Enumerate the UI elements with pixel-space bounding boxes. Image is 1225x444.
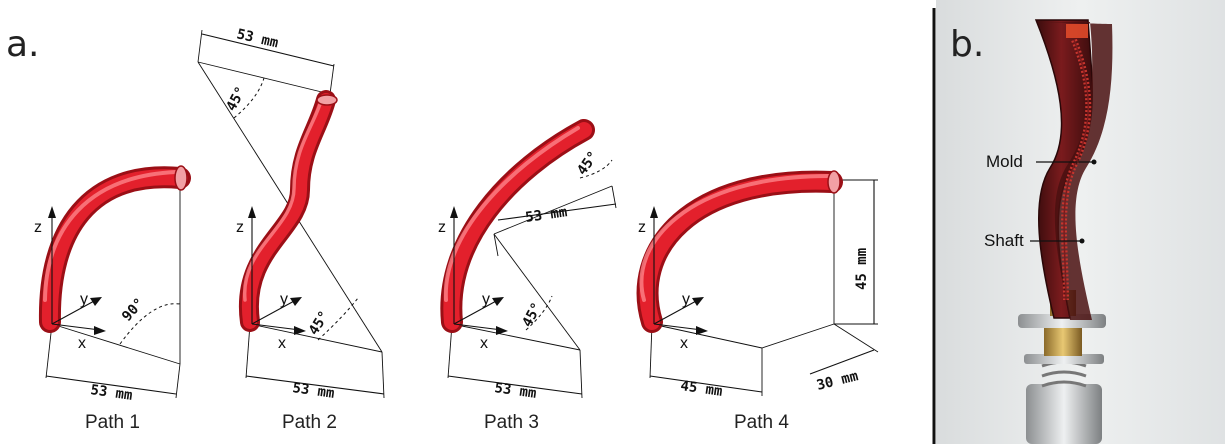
path-2-top-angle-dim: 45° [223, 84, 249, 114]
path-4-z-label: z [638, 219, 646, 236]
path-2-base-angle-arc [317, 297, 359, 341]
panel-b: b. Mold Shaft [936, 0, 1225, 444]
path-3-base-angle-dim: 45° [519, 300, 545, 330]
path-3-top-dim: 53 mm [524, 204, 568, 226]
path-3-base-dim: 53 mm [493, 380, 537, 402]
shaft-callout-label: Shaft [984, 231, 1024, 250]
path-3-base-dimension-line [447, 375, 583, 395]
path-2-label: Path 2 [282, 412, 337, 433]
path-4-label: Path 4 [734, 412, 789, 433]
path-3-base-angle-arc [525, 295, 553, 331]
path-2-base-angle-dim: 45° [306, 308, 333, 338]
path-4-height-dim: 45 mm [854, 248, 870, 290]
path-2-x-label: x [278, 335, 286, 352]
path-2-diagram: z y x 53 mm 45° 53 mm 45° Path 2 [197, 26, 385, 433]
path-4-x-label: x [680, 335, 688, 352]
path-2-base-dim: 53 mm [291, 380, 335, 402]
path-2-top-dimension-line [201, 33, 335, 67]
path-3-axes: z y x [438, 206, 508, 352]
path-3-label: Path 3 [484, 412, 539, 433]
path-1-diagram: z y x 53 mm 90° Path 1 [34, 165, 191, 433]
panel-b-label: b. [950, 24, 984, 65]
path-4-tube [636, 170, 843, 333]
path-1-tube [38, 166, 191, 333]
path-2-y-label: y [280, 291, 288, 308]
path-3-z-label: z [438, 219, 446, 236]
path-1-z-label: z [34, 219, 42, 236]
path-1-angle-arc [119, 303, 181, 345]
path-4-diagram: z y x 45 mm 45 mm 30 mm Path 4 [636, 170, 879, 433]
path-1-base-dim: 53 mm [89, 382, 133, 404]
path-3-x-label: x [480, 335, 488, 352]
mold-callout-label: Mold [986, 152, 1023, 171]
panel-a-label: a. [6, 24, 40, 65]
path-2-base-dimension-line [245, 375, 385, 395]
path-4-base-dim: 45 mm [679, 378, 723, 400]
path-1-x-label: x [78, 335, 86, 352]
path-1-base-dimension-line [45, 375, 177, 395]
path-1-axes: z y x [34, 206, 106, 352]
path-4-y-label: y [682, 291, 690, 308]
path-3-y-label: y [482, 291, 490, 308]
path-3-top-angle-dim: 45° [574, 148, 602, 178]
path-4-base-dimension-line [649, 375, 763, 393]
path-1-label: Path 1 [85, 412, 140, 433]
path-1-angle-dim: 90° [119, 295, 148, 325]
path-1-y-label: y [80, 291, 88, 308]
panel-a: a. z y x [6, 24, 879, 433]
path-4-axes: z y x [638, 206, 708, 352]
path-4-depth-dimension-line [809, 349, 875, 375]
path-2-axes: z y x [236, 206, 306, 352]
path-3-diagram: z y x 53 mm 45° 53 mm 45° Path 3 [438, 119, 617, 433]
path-3-top-dimension-line [497, 203, 617, 221]
path-4-depth-dim: 30 mm [815, 368, 860, 394]
path-2-z-label: z [236, 219, 244, 236]
